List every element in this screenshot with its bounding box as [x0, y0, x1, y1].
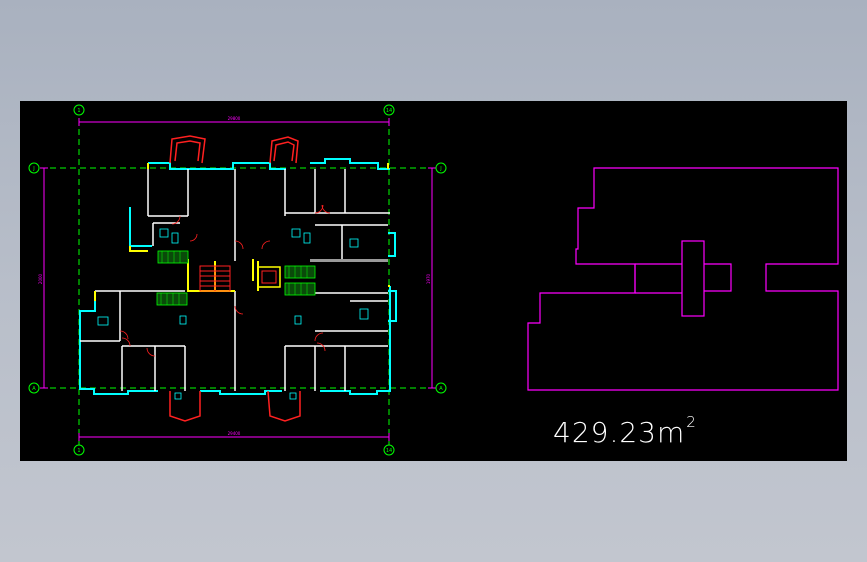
grid-label-top-right: 14	[386, 108, 392, 114]
dimension-right: 1970	[426, 273, 431, 284]
area-value: 429.23m	[553, 416, 686, 449]
area-unit-exponent: 2	[686, 413, 697, 431]
area-label: 429.23m2	[553, 415, 697, 449]
dimension-left: 2000	[38, 273, 43, 284]
dimension-top: 29800	[228, 116, 241, 121]
grid-label-left-bottom: A	[32, 386, 36, 392]
grid-bubbles	[28, 104, 447, 456]
grid-label-left-top: J	[32, 166, 34, 172]
grid-label-right-top: J	[439, 166, 441, 172]
area-outline	[527, 167, 839, 391]
floor-plan-svg: 29800 29400 2000 1970 1 14 1 14 J A J A	[28, 104, 839, 456]
grid-label-bottom-left: 1	[77, 448, 80, 454]
dimension-lines	[40, 118, 436, 441]
grid-label-bottom-right: 14	[386, 448, 392, 454]
grid-label-top-left: 1	[77, 108, 80, 114]
floor-plan	[79, 135, 397, 422]
cad-drawing-canvas: 29800 29400 2000 1970 1 14 1 14 J A J A	[20, 101, 847, 461]
grid-label-right-bottom: A	[439, 386, 443, 392]
dimension-bottom: 29400	[228, 431, 241, 436]
